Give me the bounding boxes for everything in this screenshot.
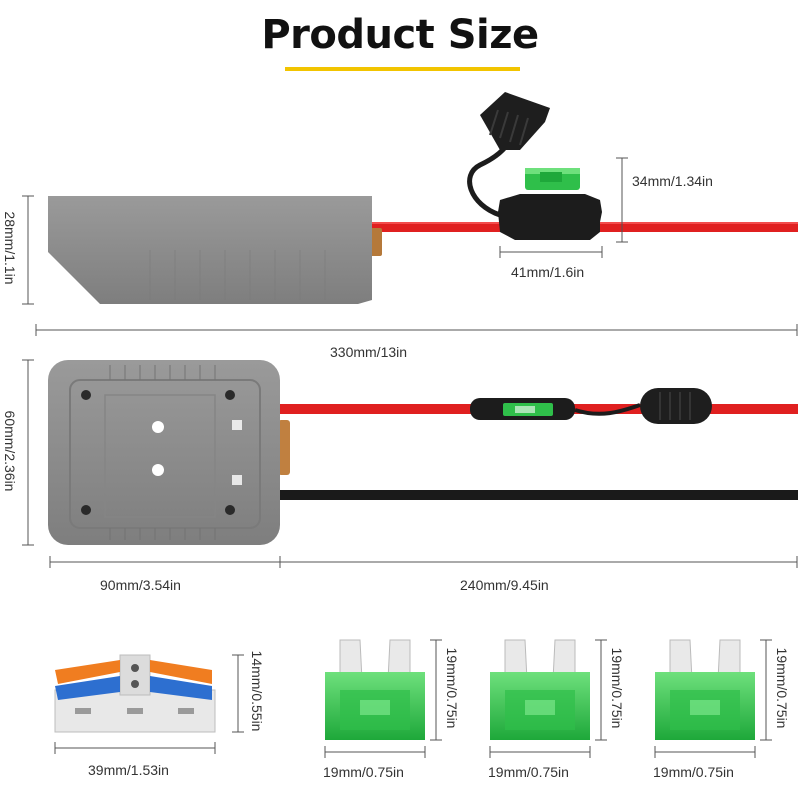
dimension-lines	[22, 157, 798, 758]
adapter-length-label: 90mm/3.54in	[100, 577, 181, 593]
fuse-1-height-label: 19mm/0.75in	[444, 647, 460, 729]
blade-fuse-2	[490, 639, 590, 740]
fuse-holder-height-label: 34mm/1.34in	[632, 173, 713, 189]
adapter-housing-side	[48, 196, 372, 304]
lever-connector	[54, 654, 216, 733]
fuse-3-height-label: 19mm/0.75in	[774, 647, 790, 729]
adapter-top-view	[48, 360, 798, 545]
adapter-height-label: 28mm/1.1in	[2, 211, 18, 285]
adapter-side-view	[48, 196, 798, 304]
adapter-width-label: 60mm/2.36in	[2, 410, 18, 492]
fuse-2-height-label: 19mm/0.75in	[609, 647, 625, 729]
fuse-holder-width-label: 41mm/1.6in	[511, 264, 585, 280]
blade-fuse-3	[655, 639, 755, 740]
inline-fuse-holder	[470, 388, 712, 424]
page-title: Product Size	[261, 12, 539, 58]
fuse-holder-side	[467, 92, 602, 240]
wire-length-label: 240mm/9.45in	[460, 577, 549, 593]
black-wire	[280, 490, 798, 500]
connector-height-label: 14mm/0.55in	[249, 650, 265, 732]
total-length-label: 330mm/13in	[330, 344, 408, 360]
title-underline	[285, 67, 520, 71]
fuse-3-width-label: 19mm/0.75in	[653, 764, 734, 780]
fuse-2-width-label: 19mm/0.75in	[488, 764, 569, 780]
blade-fuse-1	[325, 639, 425, 740]
connector-width-label: 39mm/1.53in	[88, 762, 169, 778]
adapter-housing-top	[48, 360, 280, 545]
fuse-1-width-label: 19mm/0.75in	[323, 764, 404, 780]
